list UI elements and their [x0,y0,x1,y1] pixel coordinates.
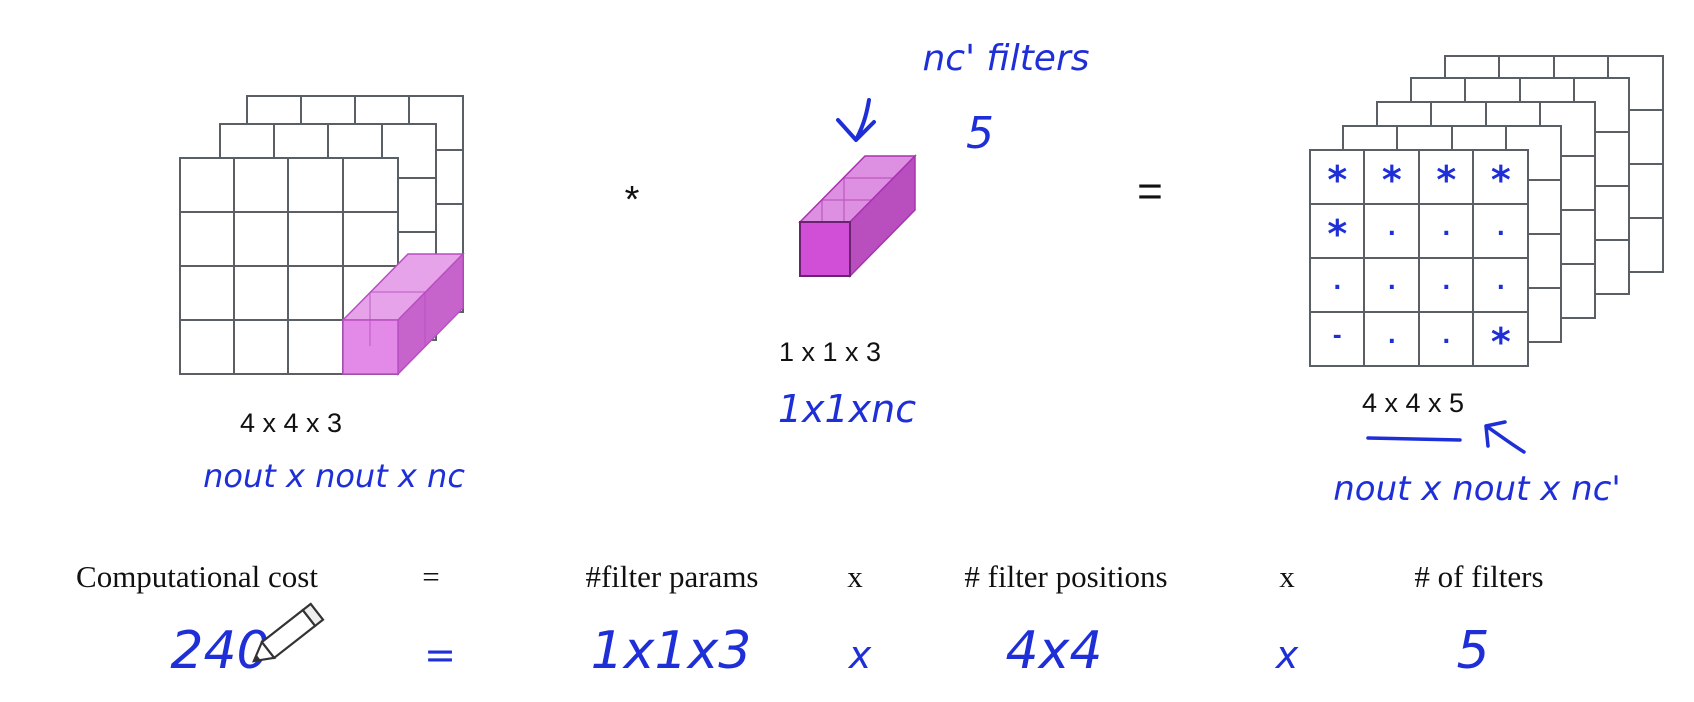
cost-label-times: x [847,559,863,594]
output-cell-mark: . [1442,324,1450,349]
filter-column [798,154,917,278]
output-cell-mark: * [1491,158,1511,202]
input-volume [179,95,465,376]
filter-dims-label: 1 x 1 x 3 [779,337,881,367]
cost-labels-row: Computational cost = #filter params x # filt… [76,559,1544,594]
output-cell-mark: . [1388,270,1396,295]
cost-value-times: x [1275,633,1299,677]
output-cell-mark: * [1327,212,1347,256]
output-cell-mark: . [1388,324,1396,349]
output-cell-mark: * [1382,158,1402,202]
cost-value-filter-positions: 4x4 [1006,621,1103,681]
filter-header-annotation: nc' filters [922,38,1089,79]
output-volume: * * * * *....... -.. * [1309,55,1664,367]
output-cell-mark: . [1388,216,1396,241]
input-highlight-column [341,252,465,376]
output-cell-mark: * [1327,158,1347,202]
output-cell-mark: * [1491,320,1511,364]
output-cell-mark: * [1436,158,1456,202]
cost-label-num-filters: # of filters [1414,559,1543,594]
output-cell-mark: . [1497,216,1505,241]
cost-values-row: 240 = 1x1x3 x 4x4 x 5 [170,621,1489,681]
cost-value-filter-params: 1x1x3 [591,621,752,681]
cost-label-equals: = [422,559,439,594]
pencil-icon [252,602,325,663]
cost-label-computational-cost: Computational cost [76,559,318,594]
filter-count-annotation: 5 [966,108,994,159]
output-dims-label: 4 x 4 x 5 [1362,388,1464,418]
arrow-down-icon [836,98,876,142]
output-cell-marks: * * * * *....... -.. * [1327,158,1511,364]
underline-stroke [1366,436,1462,442]
cost-value-num-filters: 5 [1456,621,1489,681]
arrow-up-icon [1484,420,1526,454]
cost-label-filter-positions: # filter positions [964,559,1167,594]
output-cell-mark: . [1442,270,1450,295]
input-dims-label: 4 x 4 x 3 [240,408,342,438]
cost-value-equals: = [424,633,456,677]
multiply-operator: * [625,179,640,221]
output-cell-mark: . [1333,270,1341,295]
output-cell-mark: . [1442,216,1450,241]
cost-label-times: x [1279,559,1295,594]
cost-value-times: x [848,633,872,677]
input-dims-annotation: nout x nout x nc [203,457,465,495]
output-front-sheet [1309,149,1529,367]
output-cell-mark: - [1333,324,1342,349]
equals-operator: = [1137,167,1163,216]
filter-dims-annotation: 1x1xnc [778,387,916,431]
cost-value-computational-cost: 240 [170,621,269,681]
output-dims-annotation: nout x nout x nc' [1333,469,1621,509]
cost-label-filter-params: #filter params [585,559,758,594]
output-cell-mark: . [1497,270,1505,295]
